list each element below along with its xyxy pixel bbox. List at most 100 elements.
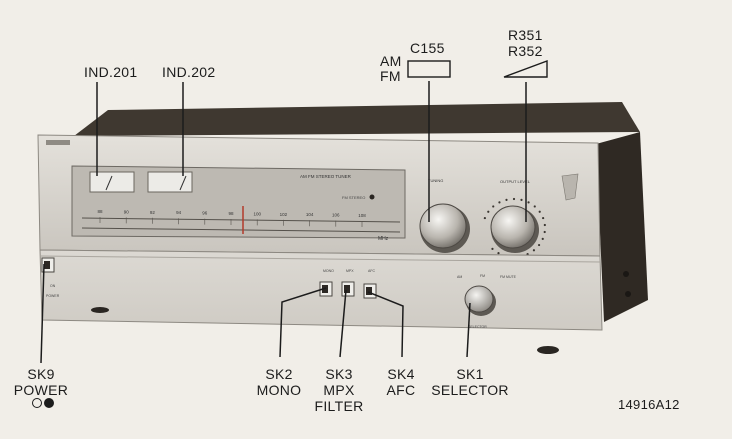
level-dot [498, 201, 501, 204]
level-dot [542, 216, 545, 220]
level-dot [491, 247, 494, 250]
label-sk3-name2: FILTER [314, 398, 364, 414]
power-switch-lever [44, 261, 50, 269]
level-dot [532, 249, 536, 252]
label-sk4-id: SK4 [387, 366, 415, 382]
afc-switch-lever [366, 287, 372, 295]
label-sk3-name1: MPX [323, 382, 355, 398]
scale-tick-label: 98 [228, 211, 234, 216]
side-screw [625, 291, 631, 297]
side-screw [623, 271, 629, 277]
tuning-knob [419, 203, 467, 249]
scale-tick-label: 102 [280, 212, 288, 217]
scale-tick-label: 88 [97, 209, 103, 214]
badge [561, 173, 579, 201]
label-ind202: IND.202 [162, 64, 216, 80]
scale-tick-label: 92 [150, 210, 156, 215]
meter-ind202 [147, 171, 193, 193]
meter-ind201 [89, 171, 135, 193]
selector-fm-mute-label: FM MUTE [500, 275, 517, 279]
selector-fm-label: FM [480, 274, 485, 278]
scale-unit: MHz [378, 236, 389, 242]
leader-sk3 [339, 289, 347, 358]
level-dot [526, 252, 529, 256]
scale-tick-label: 106 [332, 213, 340, 218]
label-sk1-name: SELECTOR [431, 382, 509, 398]
label-r352: R352 [508, 43, 543, 59]
leader-sk1 [466, 302, 471, 358]
output-level-knob [490, 205, 536, 249]
power-on-symbol [44, 398, 54, 408]
level-dot [537, 243, 541, 247]
scale-line [81, 217, 401, 223]
level-dot [497, 252, 500, 255]
level-dot [487, 210, 490, 213]
label-r351: R351 [508, 27, 543, 43]
stereo-indicator-label: FM STEREO [342, 195, 365, 200]
scale-tick-label: 94 [176, 210, 182, 215]
capacitor-symbol [407, 60, 451, 78]
mpx-switch-lever [344, 285, 350, 293]
leader-sk9 [40, 263, 45, 364]
selector-knob [464, 285, 494, 313]
foot [91, 307, 109, 313]
level-dot [505, 198, 508, 201]
scale-tick-label: 96 [202, 211, 208, 216]
level-dot [512, 197, 516, 201]
scale-tick-label: 100 [253, 211, 261, 216]
level-dot [543, 230, 546, 234]
afc-panel-label: AFC [368, 269, 375, 273]
scale-tick-label: 108 [358, 213, 366, 218]
stereo-lamp [369, 194, 375, 200]
level-dot [492, 205, 495, 208]
scale-tick-label: 104 [306, 212, 314, 217]
label-sk3-id: SK3 [325, 366, 353, 382]
cabinet-side [596, 132, 648, 322]
scale-line [81, 227, 401, 233]
label-sk2-name: MONO [256, 382, 302, 398]
tuning-label: TUNING [428, 178, 443, 183]
label-sk2-id: SK2 [265, 366, 293, 382]
power-off-symbol [32, 398, 42, 408]
label-sk9-id: SK9 [27, 366, 55, 382]
level-dot [483, 216, 486, 220]
meter-needle [105, 175, 113, 191]
selector-panel-label: SELECTOR [468, 325, 487, 329]
label-sk1: SK1 SELECTOR [430, 366, 510, 398]
mono-panel-label: MONO [323, 269, 334, 273]
label-sk2: SK2 MONO [248, 366, 310, 398]
selector-am-label: AM [457, 275, 462, 279]
foot [537, 346, 559, 354]
brand-plate [46, 140, 70, 145]
label-sk9: SK9 POWER [10, 366, 72, 398]
label-sk9-name: POWER [13, 382, 69, 398]
label-am: AM [380, 53, 402, 69]
level-dot [520, 198, 523, 201]
level-dot [543, 223, 546, 227]
meter-needle [179, 175, 187, 191]
level-dot [538, 210, 541, 213]
label-fm: FM [380, 68, 401, 84]
scale-tick-label: 90 [124, 209, 130, 214]
panel-divider [39, 255, 601, 263]
level-dot [527, 201, 530, 204]
power-panel-label: POWER [46, 294, 60, 298]
output-level-label: OUTPUT LEVEL [500, 179, 531, 184]
cabinet-top [74, 102, 640, 136]
figure-code: 14916A12 [618, 397, 680, 412]
mpx-panel-label: MPX [346, 269, 354, 273]
scale-ticks: 88 90 92 94 96 98 100 102 104 106 108 [97, 209, 366, 227]
potentiometer-symbol [503, 59, 548, 78]
label-ind201: IND.201 [84, 64, 138, 80]
label-sk1-id: SK1 [456, 366, 484, 382]
power-on-label: ON [50, 284, 56, 288]
label-sk4: SK4 AFC [370, 366, 432, 398]
level-dot [533, 205, 536, 208]
label-c155: C155 [410, 40, 445, 56]
label-sk4-name: AFC [386, 382, 416, 398]
level-dot [541, 237, 544, 240]
power-state-symbols [32, 397, 62, 411]
leader-sk2 [279, 287, 327, 358]
